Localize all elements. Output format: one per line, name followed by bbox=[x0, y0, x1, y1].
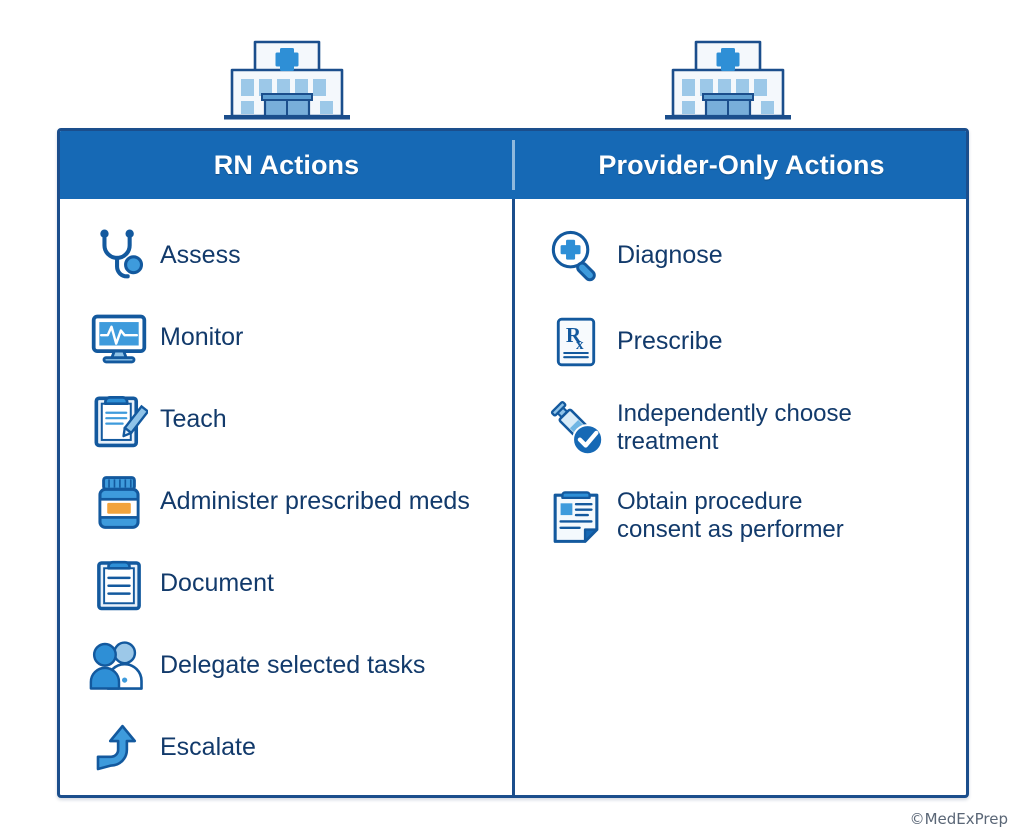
svg-text:R: R bbox=[566, 323, 582, 347]
consent-document-icon bbox=[543, 483, 609, 549]
list-item: Administer prescribed meds bbox=[86, 469, 499, 535]
list-item-label: Escalate bbox=[160, 733, 256, 762]
clipboard-lines-icon bbox=[86, 551, 152, 617]
heart-monitor-icon bbox=[86, 305, 152, 371]
list-item-label: Monitor bbox=[160, 323, 244, 352]
magnifier-cross-icon bbox=[543, 223, 609, 289]
hospital-icon bbox=[653, 26, 803, 122]
list-item: Diagnose bbox=[543, 223, 952, 289]
stethoscope-icon bbox=[86, 223, 152, 289]
svg-text:x: x bbox=[576, 336, 584, 353]
list-item: Escalate bbox=[86, 715, 499, 781]
syringe-check-icon bbox=[543, 395, 609, 461]
list-item-label: Diagnose bbox=[617, 241, 723, 270]
list-item-label: Obtain procedure consent as performer bbox=[609, 488, 844, 545]
actions-comparison-card: RN Actions Provider-Only Actions bbox=[57, 128, 969, 798]
list-item-label: Assess bbox=[160, 241, 241, 270]
card-body: Assess Monitor bbox=[60, 199, 966, 795]
column-divider bbox=[512, 199, 515, 795]
list-item-label-line1: Independently choose bbox=[617, 399, 852, 427]
list-item-label: Administer prescribed meds bbox=[160, 487, 470, 516]
list-item-label: Delegate selected tasks bbox=[160, 651, 426, 680]
list-item-label-line1: Obtain procedure bbox=[617, 487, 803, 515]
list-item: Document bbox=[86, 551, 499, 617]
hospital-icon bbox=[212, 26, 362, 122]
list-item-label-line2: consent as performer bbox=[617, 516, 844, 543]
column-header-provider: Provider-Only Actions bbox=[598, 149, 885, 180]
header-divider bbox=[512, 140, 515, 190]
provider-actions-column: Diagnose R x bbox=[513, 199, 966, 795]
list-item: Teach bbox=[86, 387, 499, 453]
clipboard-pencil-icon bbox=[86, 387, 152, 453]
list-item-label-line2: treatment bbox=[617, 428, 719, 455]
list-item-label: Document bbox=[160, 569, 274, 598]
column-header-rn: RN Actions bbox=[213, 149, 360, 180]
two-people-icon bbox=[86, 633, 152, 699]
list-item: Monitor bbox=[86, 305, 499, 371]
list-item: Obtain procedure consent as performer bbox=[543, 483, 952, 549]
list-item-label: Independently choose treatment bbox=[609, 400, 852, 457]
pill-bottle-icon bbox=[86, 469, 152, 535]
card-header: RN Actions Provider-Only Actions bbox=[60, 131, 966, 199]
rx-pad-icon: R x bbox=[543, 309, 609, 375]
curved-up-arrow-icon bbox=[86, 715, 152, 781]
list-item-label: Prescribe bbox=[617, 327, 723, 356]
list-item-label: Teach bbox=[160, 405, 227, 434]
list-item: Delegate selected tasks bbox=[86, 633, 499, 699]
list-item: Assess bbox=[86, 223, 499, 289]
list-item: R x Prescribe bbox=[543, 309, 952, 375]
watermark: ©MedExPrep bbox=[909, 810, 1008, 828]
list-item: Independently choose treatment bbox=[543, 395, 952, 461]
rn-actions-column: Assess Monitor bbox=[60, 199, 513, 795]
